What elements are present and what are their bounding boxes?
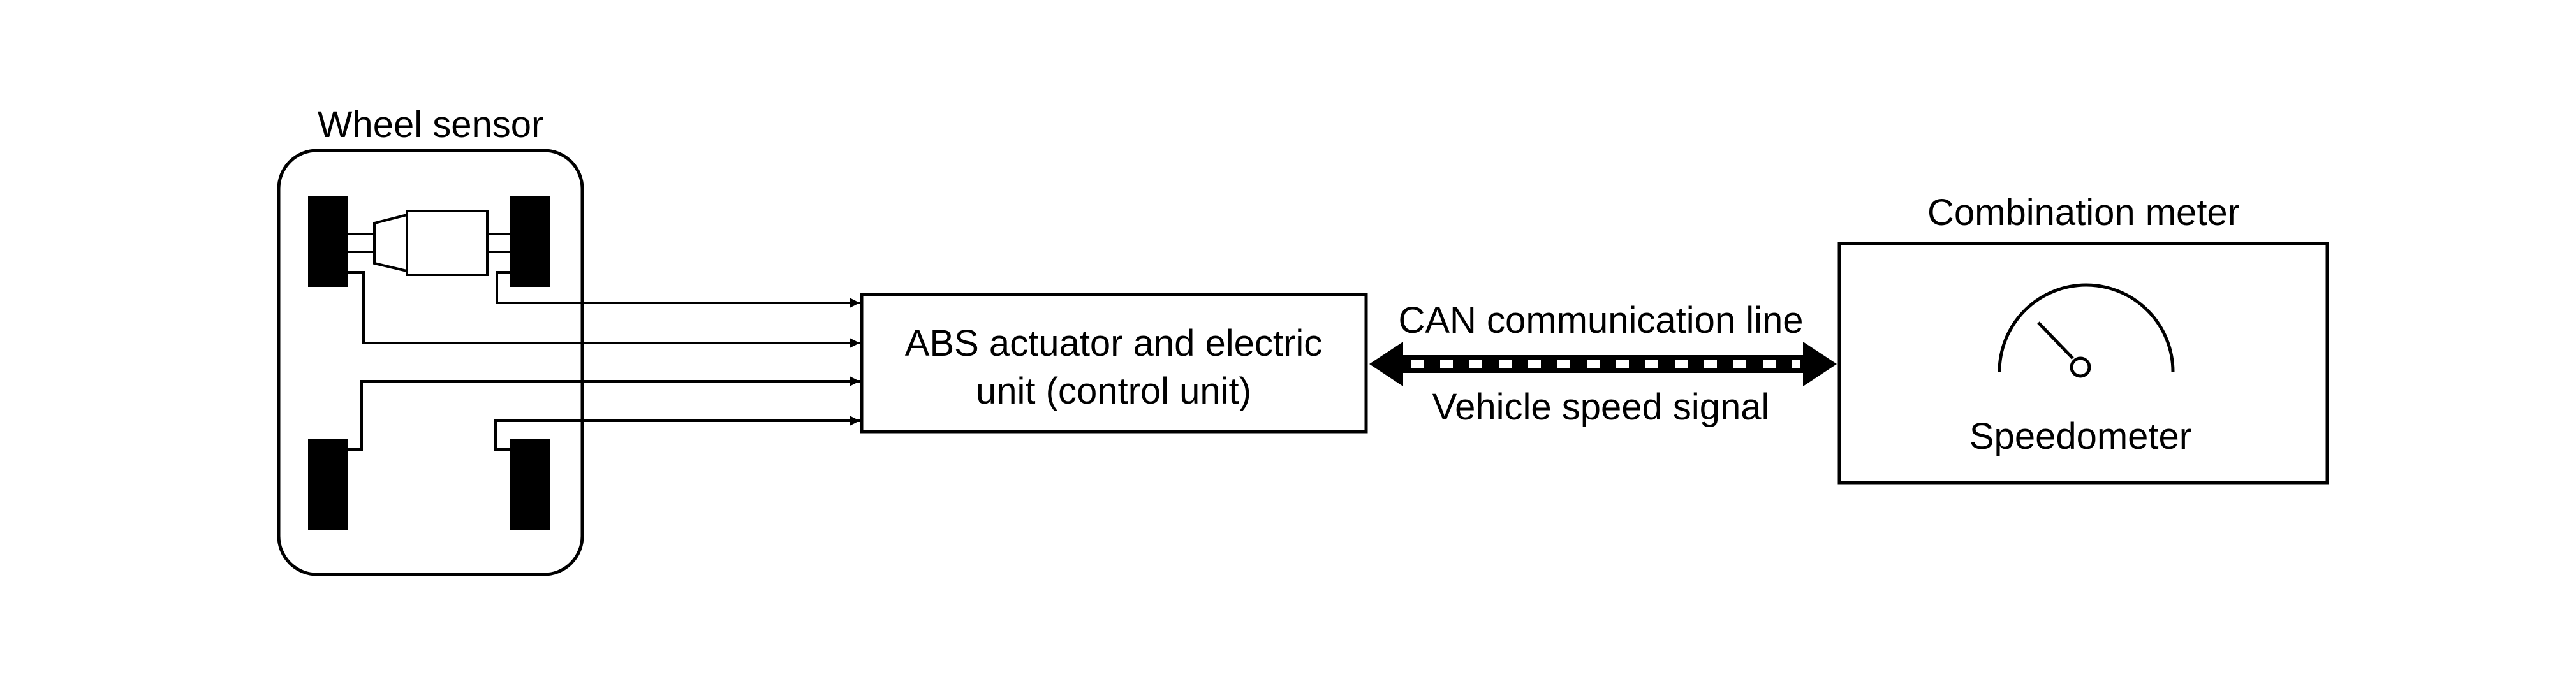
wheel-rear-right [510, 439, 550, 530]
sensor-wires [348, 271, 860, 451]
vehicle-outline [277, 149, 584, 576]
wire-front-right [496, 271, 860, 308]
abs-unit-box [860, 293, 1368, 434]
combination-meter: Combination meter Speedometer [1837, 192, 2329, 485]
can-arrow-left-head [1369, 342, 1403, 386]
wheel-rear-left [308, 439, 348, 530]
wheel-sensor-title: Wheel sensor [318, 104, 544, 145]
abs-unit: ABS actuator and electric unit (control … [860, 293, 1368, 434]
wire-front-left [348, 271, 860, 348]
combination-meter-title: Combination meter [1927, 192, 2240, 233]
differential-icon [348, 210, 510, 276]
can-line-label: CAN communication line [1398, 300, 1803, 341]
vehicle-speed-signal-label: Vehicle speed signal [1432, 386, 1770, 428]
abs-unit-label-line1: ABS actuator and electric [905, 323, 1322, 364]
speedometer-gauge-icon [1998, 283, 2175, 378]
wheel-sensor-group: Wheel sensor [277, 104, 584, 576]
speedometer-label: Speedometer [1969, 416, 2191, 457]
can-line: CAN communication line Vehicle speed sig… [1369, 300, 1837, 428]
abs-unit-label-line2: unit (control unit) [976, 370, 1251, 412]
wire-rear-right [494, 416, 860, 451]
can-arrow-right-head [1803, 342, 1837, 386]
wire-rear-left [348, 376, 860, 451]
wheel-front-right [510, 196, 550, 287]
combination-meter-box [1837, 242, 2329, 485]
wheel-front-left [308, 196, 348, 287]
